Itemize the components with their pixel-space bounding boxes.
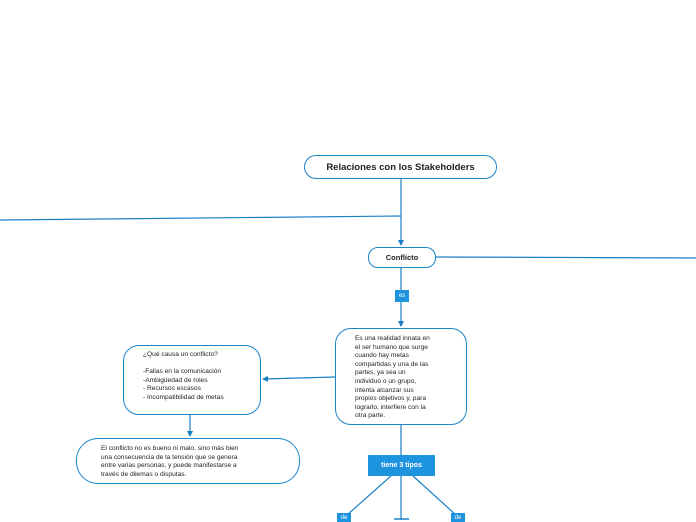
conflicto-node[interactable]: Conflicto: [368, 247, 436, 268]
de-right-text: de: [454, 514, 462, 521]
connector-left-branch: [0, 215, 402, 221]
connector-tiene-left: [346, 475, 392, 516]
connector-right-branch: [435, 256, 696, 259]
de-relation-label-left[interactable]: de: [337, 513, 351, 522]
es-relation-label[interactable]: es: [395, 290, 409, 302]
connector-definition-causes: [262, 375, 336, 382]
note-node[interactable]: El conflicto no es bueno ni malo, sino m…: [76, 438, 300, 484]
es-label-text: es: [398, 293, 406, 299]
conflicto-label: Conflicto: [385, 253, 419, 262]
root-topic-node[interactable]: Relaciones con los Stakeholders: [304, 155, 497, 179]
tiene-tipos-text: tiene 3 tipos: [381, 462, 422, 469]
de-relation-label-right[interactable]: de: [451, 513, 465, 522]
causes-node[interactable]: ¿Qué causa un conflicto? -Fallas en la c…: [123, 345, 261, 415]
root-topic-label: Relaciones con los Stakeholders: [326, 161, 475, 173]
de-left-text: de: [340, 514, 348, 521]
tiene-tipos-relation-label[interactable]: tiene 3 tipos: [368, 455, 435, 476]
connector-tiene-right: [412, 475, 457, 516]
definition-node[interactable]: Es una realidad innata en el ser humano …: [335, 328, 467, 425]
